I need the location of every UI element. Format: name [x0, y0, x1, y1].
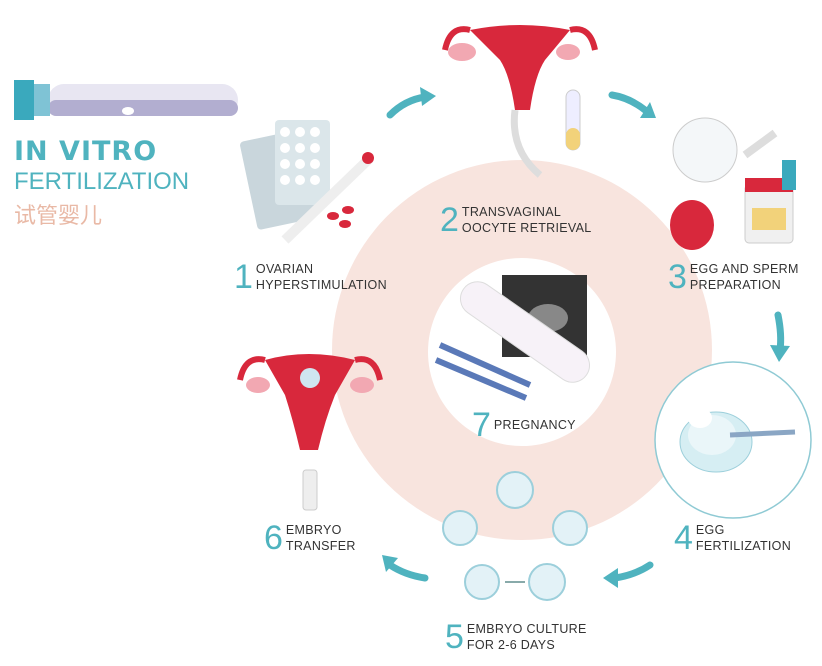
- step-6: 6 EMBRYO TRANSFER: [264, 521, 356, 555]
- step-label: TRANSFER: [285, 539, 356, 553]
- step-label: HYPERSTIMULATION: [255, 278, 387, 292]
- step-label: EMBRYO: [285, 523, 342, 537]
- step-1: 1 OVARIAN HYPERSTIMULATION: [234, 260, 387, 294]
- arrow-1-2: [386, 93, 429, 119]
- arrow-heads: [382, 87, 790, 588]
- embryo-culture-icon: [442, 471, 588, 601]
- step-label: OOCYTE RETRIEVAL: [461, 221, 592, 235]
- step-number: 2: [440, 201, 459, 239]
- step-number: 4: [674, 519, 693, 557]
- arrow-4-5: [611, 561, 654, 582]
- process-arrows: [386, 91, 785, 582]
- step-number: 1: [234, 258, 253, 296]
- pills-syringe-icon: [240, 120, 374, 244]
- title-chinese: 试管婴儿: [14, 203, 103, 228]
- embryo-transfer-icon: [237, 354, 383, 511]
- egg-sperm-preparation-icon: [670, 117, 796, 250]
- step-label: FERTILIZATION: [695, 539, 792, 553]
- step-label: TRANSVAGINAL: [461, 205, 562, 219]
- step-5: 5 EMBRYO CULTURE FOR 2-6 DAYS: [445, 620, 587, 654]
- arrow-5-6: [386, 561, 429, 582]
- pregnancy-test-icon: [434, 275, 591, 401]
- step-3: 3 EGG AND SPERM PREPARATION: [668, 260, 799, 294]
- step-7: 7 PREGNANCY: [472, 408, 576, 442]
- title-in-vitro: IN VITRO: [14, 136, 158, 167]
- title-fertilization: FERTILIZATION: [14, 168, 190, 195]
- test-tube-icon: [14, 80, 238, 120]
- step-label: FOR 2-6 DAYS: [466, 638, 556, 652]
- step-number: 5: [445, 618, 464, 656]
- step-label: PREPARATION: [689, 278, 781, 292]
- step-label: EMBRYO CULTURE: [466, 622, 587, 636]
- step-label: PREGNANCY: [493, 418, 576, 432]
- step-4: 4 EGG FERTILIZATION: [674, 521, 791, 555]
- step-label: EGG: [695, 523, 725, 537]
- step-number: 7: [472, 406, 491, 444]
- fertilization-microscope-icon: [654, 361, 812, 519]
- arrow-3-4: [774, 311, 785, 354]
- step-label: EGG AND SPERM: [689, 262, 799, 276]
- uterus-retrieval-icon: [442, 25, 598, 178]
- step-number: 6: [264, 519, 283, 557]
- step-2: 2 TRANSVAGINAL OOCYTE RETRIEVAL: [440, 203, 592, 237]
- step-label: OVARIAN: [255, 262, 314, 276]
- arrow-2-3: [608, 91, 649, 114]
- step-number: 3: [668, 258, 687, 296]
